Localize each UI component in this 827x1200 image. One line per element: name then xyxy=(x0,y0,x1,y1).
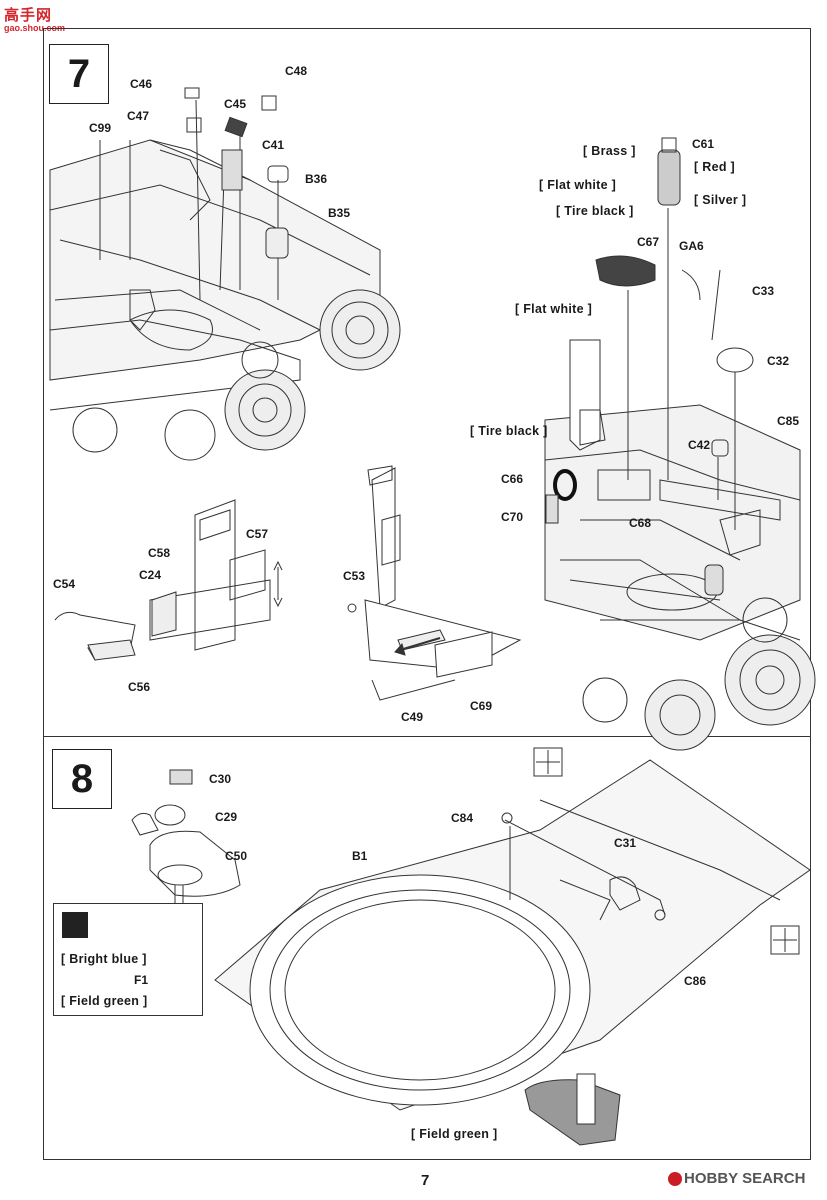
part-label-c70: C70 xyxy=(501,510,524,524)
part-label-f1: F1 xyxy=(134,973,149,987)
page-number: 7 xyxy=(421,1172,430,1189)
watermark-title: 高手网 xyxy=(4,7,53,24)
part-label-c57: C57 xyxy=(246,527,269,541)
part-label-b36: B36 xyxy=(305,172,328,186)
color-callout-silver: [ Silver ] xyxy=(694,193,747,207)
step7-sub-assembly-left xyxy=(54,499,283,661)
color-callout-tire-black-2: [ Tire black ] xyxy=(470,424,548,438)
instruction-frame xyxy=(43,28,811,1160)
part-label-c61: C61 xyxy=(692,137,715,151)
color-callout-field-green: [ Field green ] xyxy=(61,994,148,1008)
part-label-c31: C31 xyxy=(614,836,637,850)
color-callout-flat-white: [ Flat white ] xyxy=(539,178,617,192)
part-label-c84: C84 xyxy=(451,811,474,825)
part-label-c56: C56 xyxy=(128,680,151,694)
part-label-c67: C67 xyxy=(637,235,660,249)
part-label-c24: C24 xyxy=(139,568,162,582)
part-label-b1: B1 xyxy=(352,849,368,863)
hobby-search-logo-icon xyxy=(668,1172,682,1187)
part-label-c42: C42 xyxy=(688,438,711,452)
watermark-subtitle: gao.shou.com xyxy=(4,23,66,33)
part-label-c47: C47 xyxy=(127,109,150,123)
part-label-c58: C58 xyxy=(148,546,171,560)
part-label-c53: C53 xyxy=(343,569,366,583)
step7-hull-left xyxy=(49,87,401,461)
part-label-c50: C50 xyxy=(225,849,248,863)
part-label-c66: C66 xyxy=(501,472,524,486)
color-callout-bright-blue: [ Bright blue ] xyxy=(61,952,147,966)
watermark-hobby-search: HOBBY SEARCH xyxy=(668,1170,805,1187)
part-label-c33: C33 xyxy=(752,284,775,298)
step8-hull-base xyxy=(131,747,811,1146)
part-label-c46: C46 xyxy=(130,77,153,91)
step-divider xyxy=(43,736,810,737)
part-label-b35: B35 xyxy=(328,206,351,220)
part-label-c85: C85 xyxy=(777,414,800,428)
step-number-8: 8 xyxy=(52,749,112,809)
watermark-logo: 高手网 gao.shou.com xyxy=(4,4,65,33)
color-callout-field-green-2: [ Field green ] xyxy=(411,1127,498,1141)
step7-sub-assembly-right xyxy=(347,465,522,701)
color-callout-flat-white-2: [ Flat white ] xyxy=(515,302,593,316)
color-callout-tire-black: [ Tire black ] xyxy=(556,204,634,218)
part-label-c45: C45 xyxy=(224,97,247,111)
paint-brush-icon xyxy=(62,912,88,938)
part-label-c41: C41 xyxy=(262,138,285,152)
part-label-c49: C49 xyxy=(401,710,424,724)
step7-hull-right xyxy=(544,137,816,751)
part-label-c99: C99 xyxy=(89,121,112,135)
part-label-c32: C32 xyxy=(767,354,790,368)
part-label-c68: C68 xyxy=(629,516,652,530)
paint-legend-box: [ Bright blue ] F1 [ Field green ] xyxy=(53,903,203,1016)
watermark-bottom-text: HOBBY SEARCH xyxy=(684,1170,806,1187)
step-number-7: 7 xyxy=(49,44,109,104)
color-callout-red: [ Red ] xyxy=(694,160,735,174)
part-label-c54: C54 xyxy=(53,577,76,591)
part-label-c29: C29 xyxy=(215,810,238,824)
part-label-c48: C48 xyxy=(285,64,308,78)
part-label-c86: C86 xyxy=(684,974,707,988)
part-label-c69: C69 xyxy=(470,699,493,713)
part-label-ga6: GA6 xyxy=(679,239,704,253)
part-label-c30: C30 xyxy=(209,772,232,786)
color-callout-brass: [ Brass ] xyxy=(583,144,636,158)
